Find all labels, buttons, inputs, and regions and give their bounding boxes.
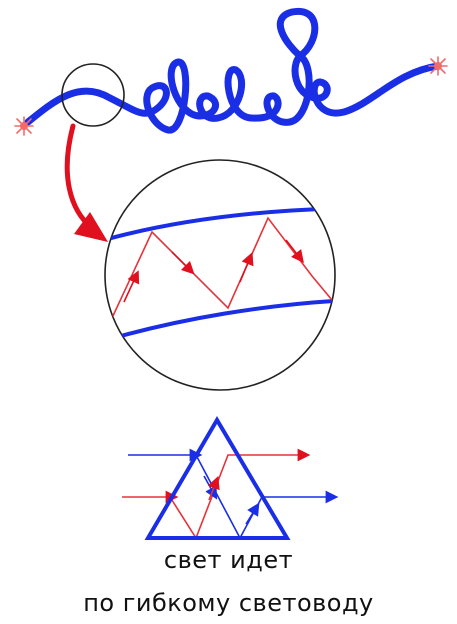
zoom-circle [105, 160, 335, 390]
light-guide-diagram [0, 0, 457, 545]
internal-ray-blue [196, 455, 262, 538]
flexible-fiber [15, 11, 447, 135]
curved-arrow-icon [67, 126, 108, 242]
fiber-cable [28, 11, 438, 130]
internal-ray-red [170, 455, 240, 538]
spark-icon [429, 57, 447, 75]
caption-line-2: по гибкому световоду [0, 588, 457, 618]
prism-diagram [122, 420, 332, 538]
zoom-view [90, 160, 350, 390]
internal-arrow [246, 508, 256, 524]
spark-icon [15, 117, 33, 135]
prism-outline [148, 420, 287, 538]
caption-line-1: свет идет [0, 545, 457, 575]
